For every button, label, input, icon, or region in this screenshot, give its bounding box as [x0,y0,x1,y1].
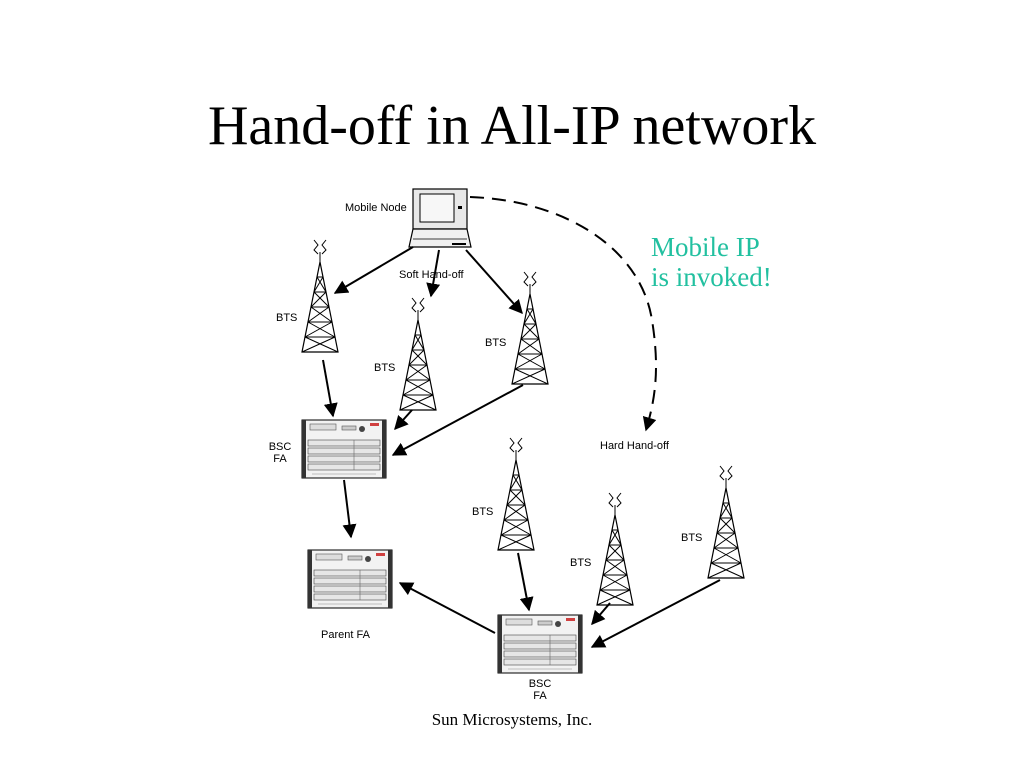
arrow-node-to-bts3 [465,249,523,315]
bts-label-6: BTS [681,532,703,544]
slide-title: Hand-off in All-IP network [207,95,817,157]
arrow-bts4-to-bsc2 [517,552,534,612]
bts-label-5: BTS [570,557,592,569]
bts-label-3: BTS [485,337,507,349]
bts-tower-icon-5 [596,492,634,606]
soft-handoff-label: Soft Hand-off [399,269,464,281]
bts-label-2: BTS [374,362,396,374]
parent-fa-label: Parent FA [321,629,370,641]
arrow-bts3-to-bsc1 [391,384,524,456]
fa-label: FA [533,690,547,702]
bts-tower-icon-2 [399,297,437,411]
arrow-bsc2-to-parent [398,582,496,634]
slide-footer: Sun Microsystems, Inc. [431,710,593,729]
note-line-1: Mobile IP [651,232,760,262]
arrow-bsc1-to-parent [342,479,357,539]
bsc-label: BSC [268,441,292,453]
arrow-bts1-to-bsc1 [322,359,338,418]
bsc-fa-rack-icon-1 [301,419,387,479]
mobile-node-label: Mobile Node [345,202,407,214]
bsc-fa-label-2: BSC FA [522,678,558,702]
bts-tower-icon-4 [497,437,535,551]
arrow-bts6-to-bsc2 [590,579,721,648]
mobile-node-laptop-icon [408,188,472,248]
fa-label: FA [273,453,287,465]
bts-label-4: BTS [472,506,494,518]
bsc-fa-rack-icon-2 [497,614,583,674]
hard-handoff-dashed-arc [469,196,658,432]
arrow-bts5-to-bsc2 [591,602,611,626]
note-line-2: is invoked! [651,262,772,292]
arrow-node-to-bts1 [333,246,414,294]
arrow-node-to-bts2 [426,249,441,298]
arrow-bts2-to-bsc1 [394,409,413,431]
mobile-ip-note: Mobile IP is invoked! [651,232,772,292]
hard-handoff-label: Hard Hand-off [600,440,669,452]
bts-tower-icon-6 [707,465,745,579]
bts-label-1: BTS [276,312,298,324]
bsc-fa-label-1: BSC FA [262,441,298,465]
bts-tower-icon-3 [511,271,549,385]
bts-tower-icon-1 [301,239,339,353]
parent-fa-rack-icon [307,549,393,609]
bsc-label: BSC [528,678,552,690]
